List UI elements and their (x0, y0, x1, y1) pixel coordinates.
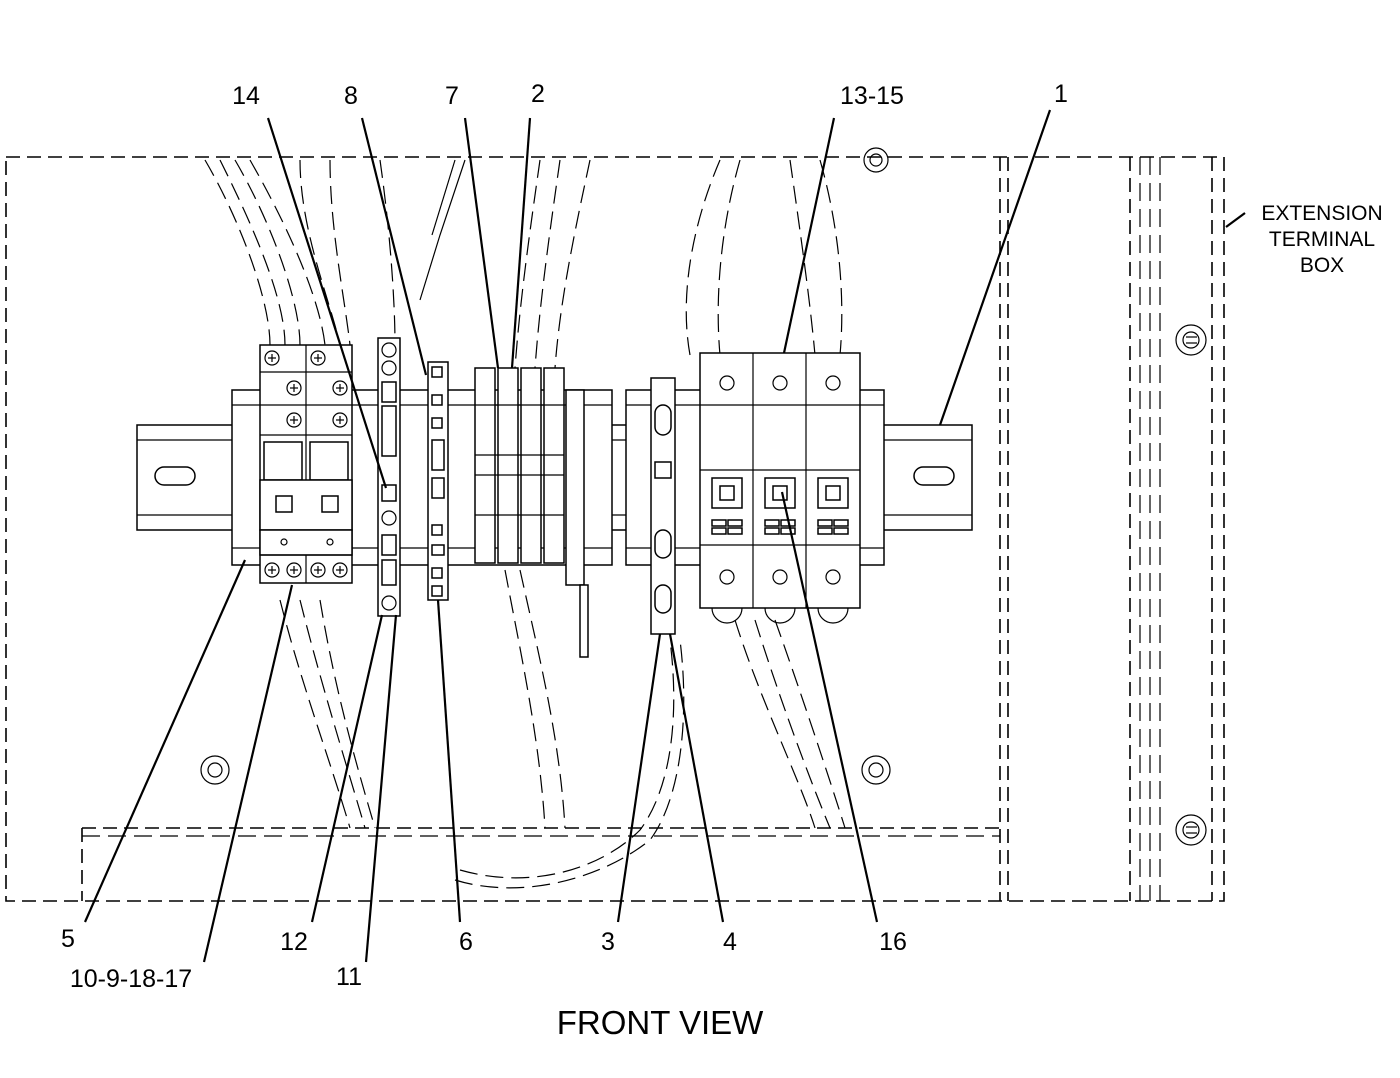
terminal-strip (474, 367, 589, 658)
terminal-screw-icon (264, 350, 280, 366)
terminal-screw-icon (286, 380, 302, 396)
callout-16: 16 (879, 928, 907, 956)
terminal-screw-icon (264, 562, 280, 578)
wiring-bundles (204, 159, 846, 889)
callout-1: 1 (1054, 80, 1068, 108)
terminal-screw-icon (332, 412, 348, 428)
extension-terminal-box-line-2: TERMINAL (1269, 228, 1375, 251)
callout-2: 2 (531, 80, 545, 108)
callout-7: 7 (445, 82, 459, 110)
terminal-screw-icon (332, 380, 348, 396)
callout-4: 4 (723, 928, 737, 956)
fuse-terminal-block (427, 361, 449, 601)
terminal-screw-icon (286, 412, 302, 428)
fuse-holder-modules (699, 352, 861, 624)
mounting-screw-icon (1175, 324, 1207, 356)
rail-slot-icon (913, 466, 955, 486)
relay-terminal-block (377, 337, 401, 617)
callout-6: 6 (459, 928, 473, 956)
terminal-screw-icon (332, 562, 348, 578)
mounting-screw-icon (200, 755, 230, 785)
callout-13-15: 13-15 (840, 82, 904, 110)
end-stop (650, 377, 676, 635)
leader-lines (83, 109, 1246, 963)
terminal-screw-icon (310, 350, 326, 366)
terminal-screw-icon (310, 562, 326, 578)
callout-12: 12 (280, 928, 308, 956)
mounting-screw-icon (1175, 814, 1207, 846)
enclosure-outline (5, 147, 1225, 902)
callout-8: 8 (344, 82, 358, 110)
rail-slot-icon (154, 466, 196, 486)
extension-terminal-box-line-3: BOX (1300, 254, 1344, 277)
callout-10-9-18-17: 10-9-18-17 (70, 965, 192, 993)
callout-3: 3 (601, 928, 615, 956)
callout-14: 14 (232, 82, 260, 110)
callout-11: 11 (336, 963, 362, 991)
callout-labels: 14 8 7 2 13-15 1 EXTENSION TERMINAL BOX … (61, 80, 1383, 993)
callout-5: 5 (61, 925, 75, 953)
extension-terminal-box-line-1: EXTENSION (1261, 202, 1382, 225)
terminal-screw-icon (286, 562, 302, 578)
circuit-breaker-module (259, 344, 353, 584)
mounting-screw-icon (861, 755, 891, 785)
view-title: FRONT VIEW (557, 1004, 764, 1041)
mounting-screw-icon (863, 147, 889, 173)
